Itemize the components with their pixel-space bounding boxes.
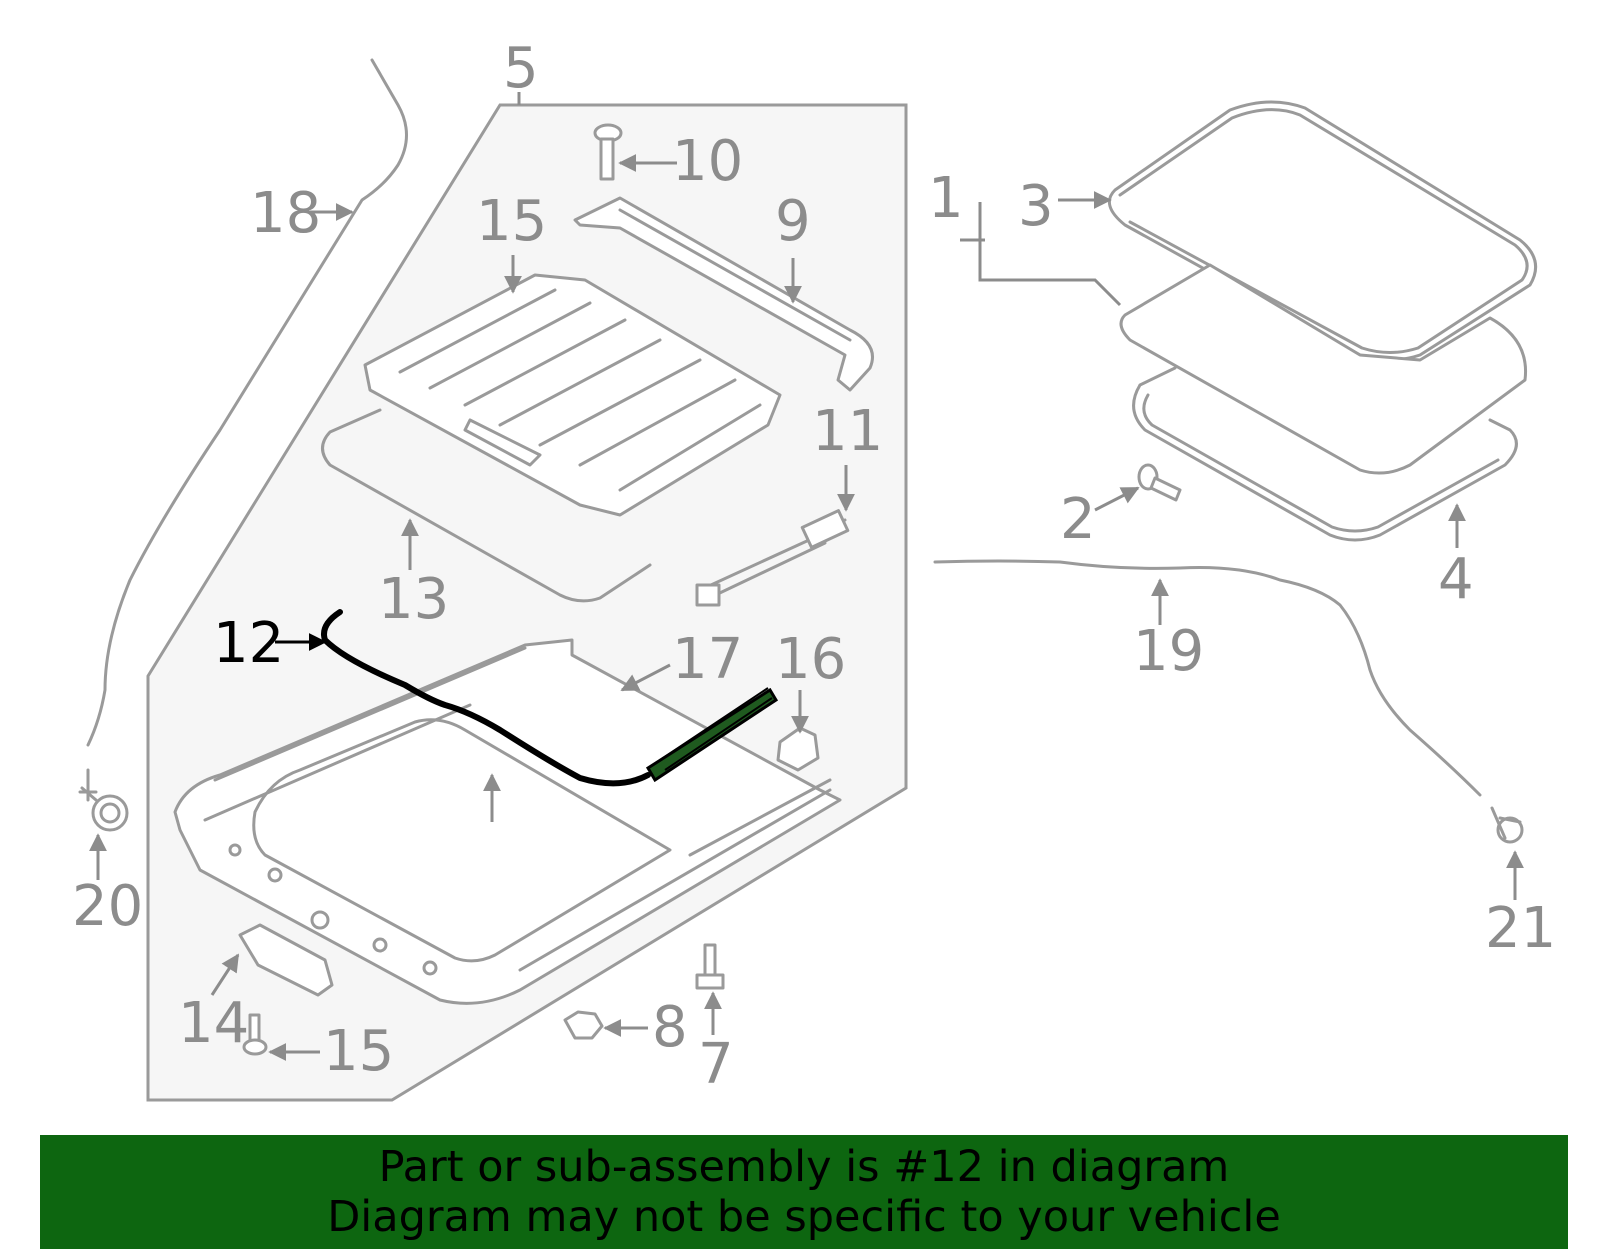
callout-1: 1: [928, 166, 964, 231]
group-bracket-1: [960, 202, 1122, 307]
nut-8: [563, 1010, 604, 1040]
callout-12: 12: [213, 611, 284, 676]
callout-20: 20: [72, 874, 143, 939]
callout-17: 17: [672, 627, 743, 692]
callout-18: 18: [250, 181, 321, 246]
cable-assembly: [695, 509, 850, 607]
screw-2: [1137, 463, 1182, 502]
callout-3: 3: [1018, 174, 1054, 239]
callout-8: 8: [652, 995, 688, 1060]
bolt-lower: [242, 1013, 268, 1056]
info-banner: Part or sub-assembly is #12 in diagram D…: [40, 1135, 1568, 1249]
sunshade: [363, 273, 782, 517]
callout-5: 5: [503, 36, 539, 101]
callout-10: 10: [672, 129, 743, 194]
drain-hose-rear: [933, 559, 1482, 797]
drain-hose-front-left: [86, 58, 408, 747]
seal-frame: [321, 408, 652, 603]
drain-grommet-left: [78, 768, 129, 832]
drain-grommet-right: [1490, 806, 1524, 844]
wind-deflector: [573, 196, 874, 392]
callout-9: 9: [775, 189, 811, 254]
callout-19: 19: [1133, 619, 1204, 684]
callout-15-bottom: 15: [323, 1019, 394, 1084]
callout-13: 13: [378, 567, 449, 632]
callout-2: 2: [1060, 487, 1096, 552]
bracket-14: [238, 923, 334, 997]
callout-21: 21: [1485, 896, 1556, 961]
callout-15-top: 15: [476, 189, 547, 254]
leader-lines: [89, 154, 1524, 1061]
callout-4: 4: [1438, 547, 1474, 612]
callout-labels: 5 10 18 15 9 11 13 12 17 16 20 14 15 8 7…: [72, 36, 1556, 1097]
glass-panel-1: [1119, 263, 1528, 475]
glass-panel-3: [1107, 100, 1538, 362]
banner-line-part: Part or sub-assembly is #12 in diagram: [378, 1142, 1230, 1192]
callout-7: 7: [698, 1032, 734, 1097]
callout-11: 11: [812, 399, 883, 464]
bolt-7: [695, 943, 725, 990]
callout-14: 14: [178, 991, 249, 1056]
sunroof-housing: [173, 638, 842, 1005]
bolt-top: [593, 123, 623, 181]
banner-line-disclaimer: Diagram may not be specific to your vehi…: [327, 1192, 1281, 1242]
callout-16: 16: [775, 627, 846, 692]
seal-4: [1132, 366, 1518, 542]
